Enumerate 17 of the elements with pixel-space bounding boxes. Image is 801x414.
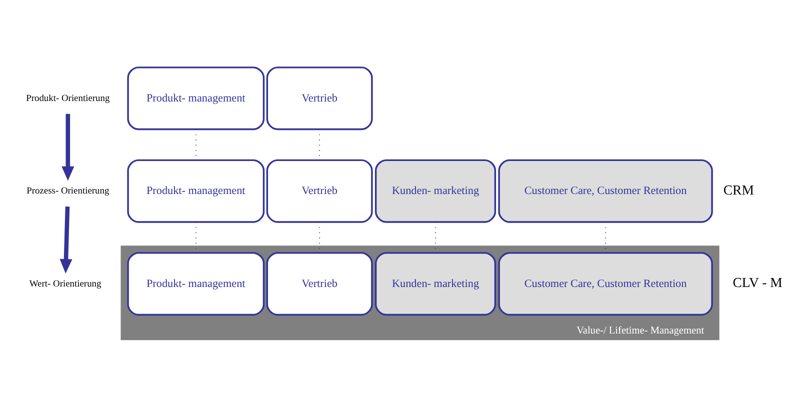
label: CRM bbox=[723, 182, 754, 198]
arrow bbox=[62, 114, 74, 181]
arrow bbox=[60, 206, 72, 274]
node-box: Produkt- management bbox=[127, 66, 265, 130]
node-box: Produkt- management bbox=[127, 252, 265, 316]
node-box: Kunden- marketing bbox=[374, 159, 496, 223]
node-box: Vertrieb bbox=[266, 66, 373, 130]
node-box: Customer Care, Customer Retention bbox=[498, 252, 713, 316]
node-text: Prozess- Orientierung bbox=[26, 186, 110, 197]
node-box: Vertrieb bbox=[266, 159, 373, 223]
node-text: Wert- Orientierung bbox=[29, 279, 102, 290]
node-box: Kunden- marketing bbox=[374, 252, 496, 316]
node-box: Customer Care, Customer Retention bbox=[498, 159, 713, 223]
label: CLV - M bbox=[732, 275, 782, 290]
node-box: Vertrieb bbox=[266, 252, 373, 316]
node-text: Produkt- Orientierung bbox=[26, 94, 110, 104]
node-box: Produkt- management bbox=[127, 159, 265, 223]
